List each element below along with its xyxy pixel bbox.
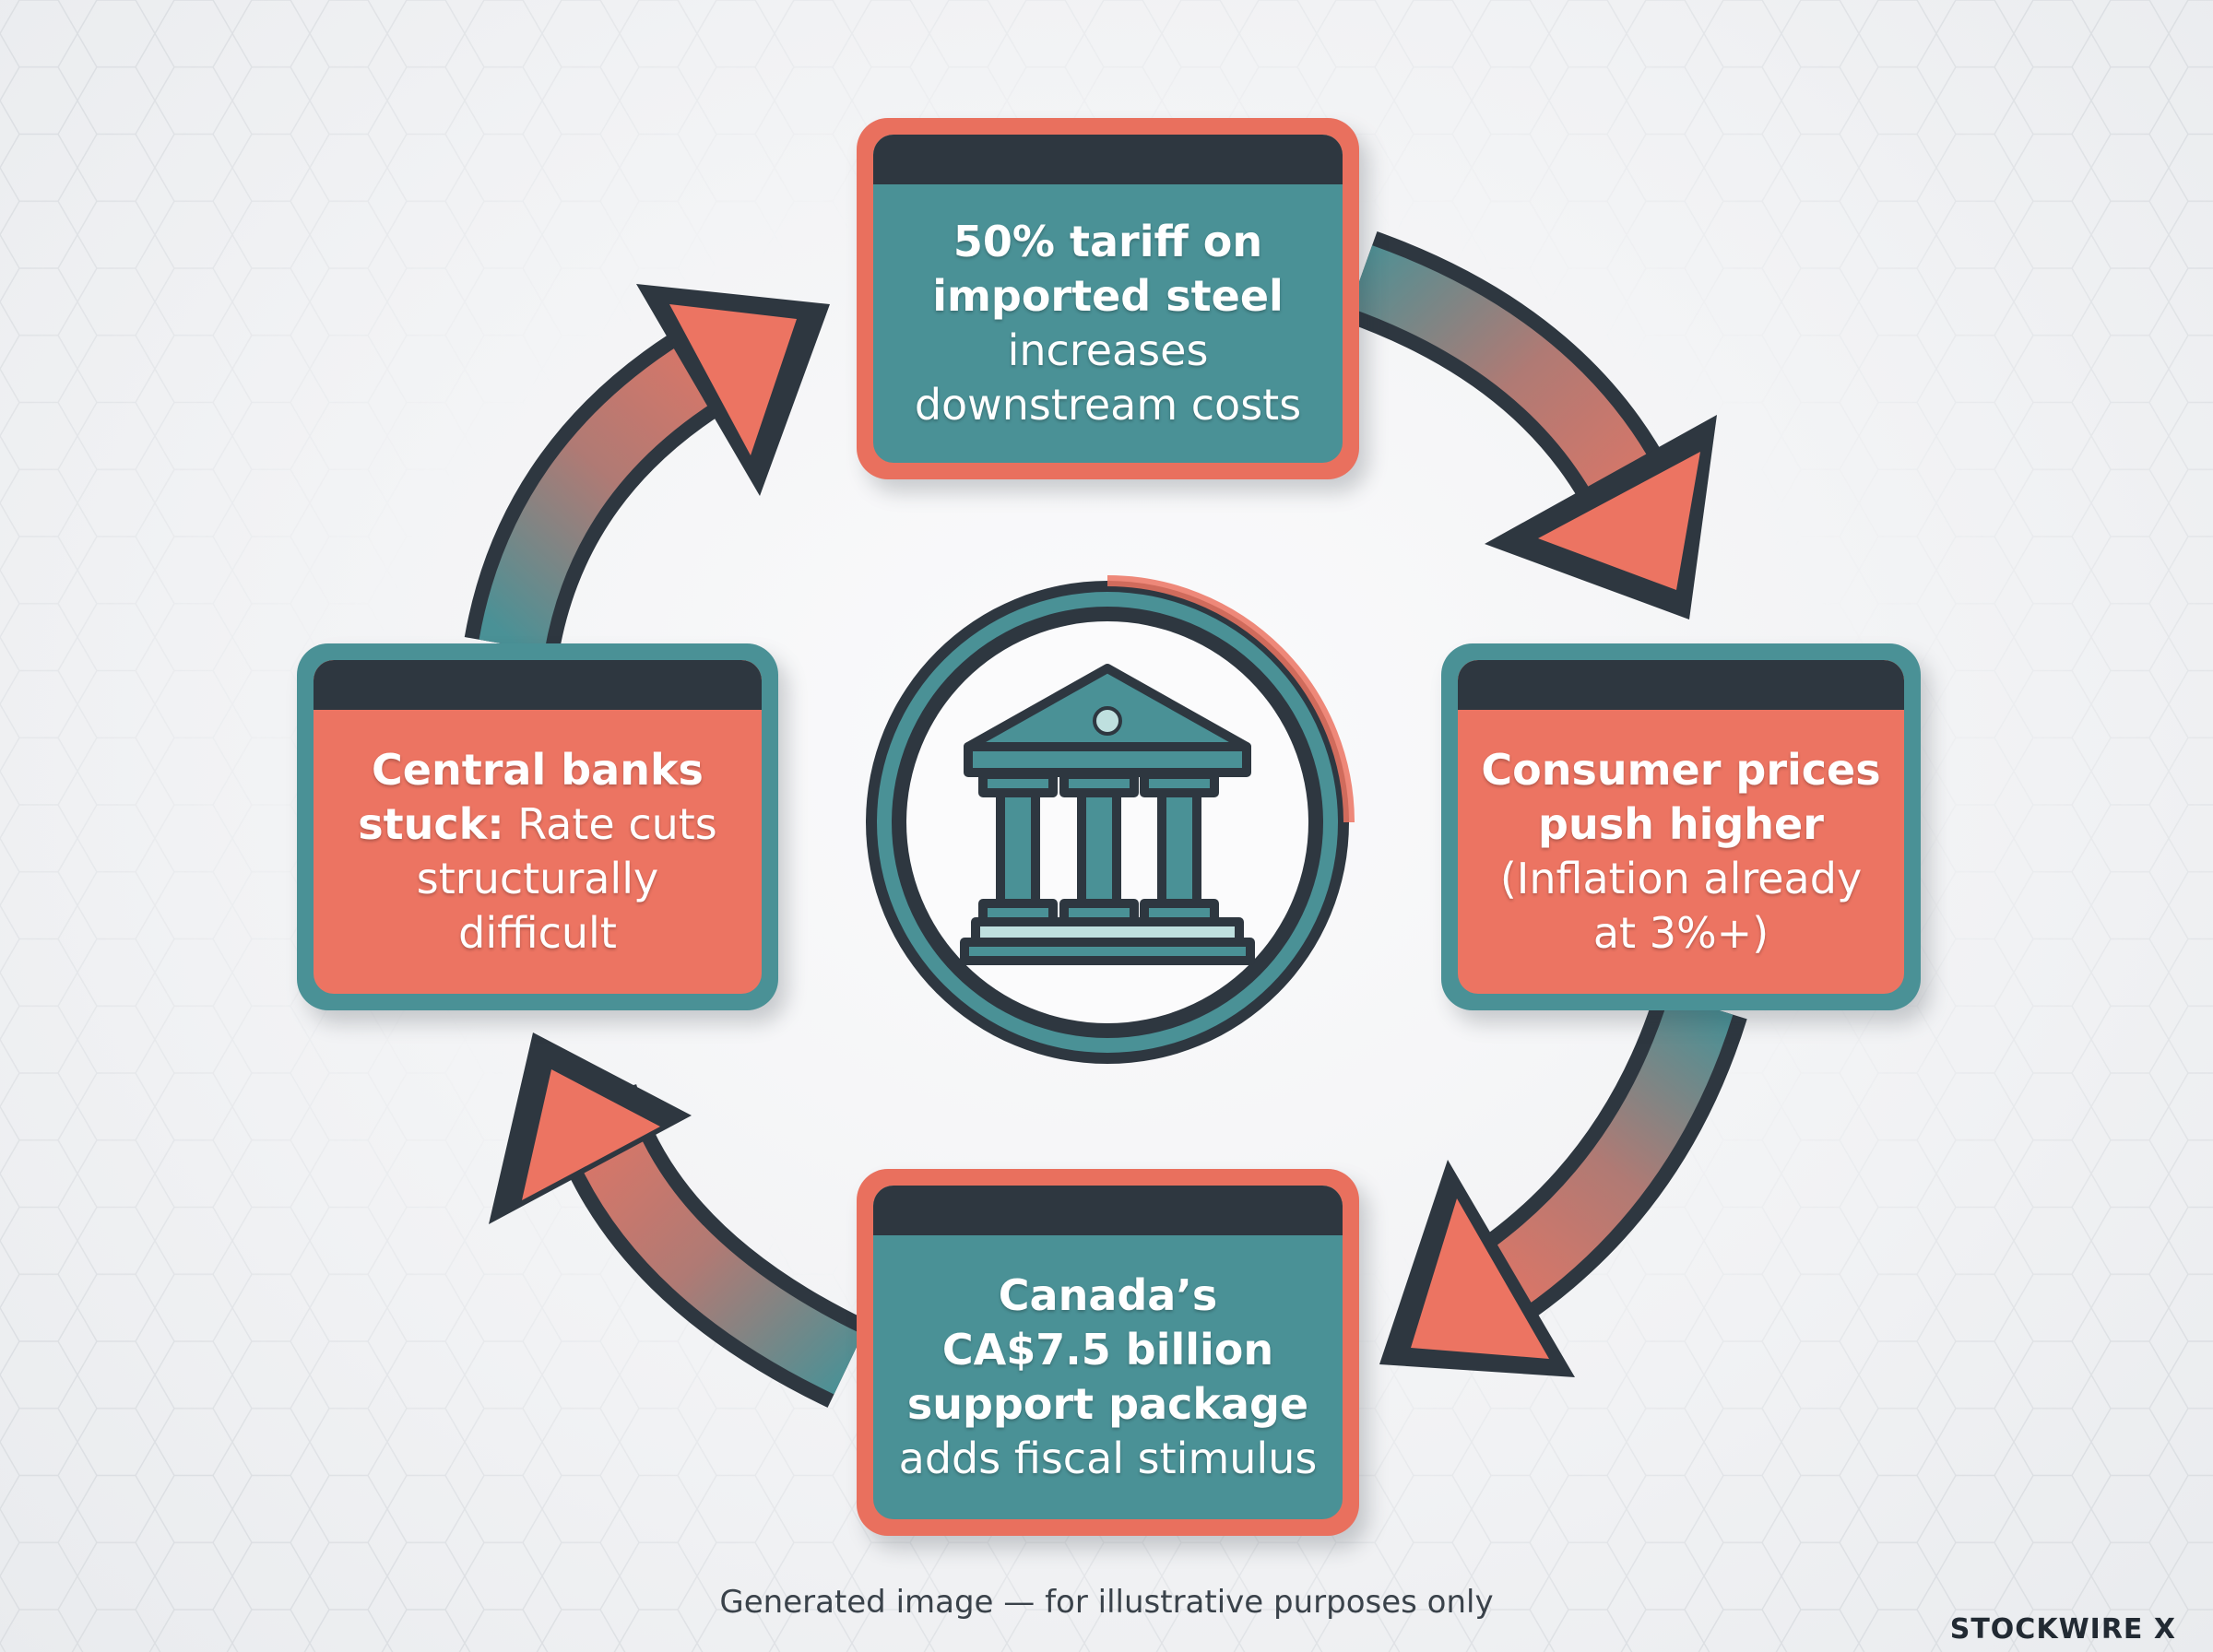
step-card-left-body: Central banks stuck: Rate cuts structura… bbox=[314, 660, 762, 994]
step-card-bottom-body: Canada’s CA$7.5 billion support package … bbox=[873, 1186, 1343, 1519]
step-right-line2: push higher bbox=[1538, 799, 1824, 849]
step-right-line3: (Inflation already bbox=[1499, 854, 1863, 903]
arrow-top-to-right bbox=[1344, 231, 1717, 620]
step-top-line3: increases bbox=[1007, 325, 1209, 375]
step-bottom-line2: CA$7.5 billion bbox=[941, 1325, 1274, 1375]
step-left-line3: structurally bbox=[416, 854, 659, 903]
step-text-bottom: Canada’s CA$7.5 billion support package … bbox=[873, 1235, 1343, 1519]
step-bottom-line3: support package bbox=[906, 1379, 1309, 1429]
step-card-right-body: Consumer prices push higher (Inflation a… bbox=[1458, 660, 1904, 994]
step-left-line2: stuck: Rate cuts bbox=[358, 797, 717, 852]
step-card-bottom: Canada’s CA$7.5 billion support package … bbox=[857, 1169, 1359, 1536]
brand-logo: STOCKWIRE X bbox=[1949, 1613, 2176, 1646]
step-right-line1: Consumer prices bbox=[1481, 745, 1881, 795]
arrow-right-to-bottom bbox=[1379, 990, 1747, 1377]
arrow-left-to-top bbox=[464, 284, 830, 655]
step-text-top: 50% tariff on imported steel increases d… bbox=[873, 184, 1343, 463]
step-bottom-line4: adds fiscal stimulus bbox=[898, 1434, 1318, 1483]
card-header-bar bbox=[1458, 660, 1904, 710]
step-bottom-line1: Canada’s bbox=[998, 1270, 1218, 1320]
step-text-left: Central banks stuck: Rate cuts structura… bbox=[314, 710, 762, 994]
step-left-line1: Central banks bbox=[372, 745, 704, 795]
arrow-bottom-to-left bbox=[489, 1032, 870, 1408]
step-left-line2-rest: Rate cuts bbox=[503, 799, 717, 849]
step-right-line4: at 3%+) bbox=[1592, 908, 1769, 958]
card-header-bar bbox=[873, 135, 1343, 184]
step-card-left: Central banks stuck: Rate cuts structura… bbox=[297, 643, 778, 1010]
step-top-line2: imported steel bbox=[932, 271, 1284, 321]
step-card-right: Consumer prices push higher (Inflation a… bbox=[1441, 643, 1921, 1010]
bank-building-icon bbox=[960, 664, 1255, 965]
card-header-bar bbox=[873, 1186, 1343, 1235]
step-left-line4: difficult bbox=[458, 908, 617, 958]
step-top-line4: downstream costs bbox=[914, 380, 1302, 430]
card-header-bar bbox=[314, 660, 762, 710]
step-text-right: Consumer prices push higher (Inflation a… bbox=[1458, 710, 1904, 994]
step-card-top-body: 50% tariff on imported steel increases d… bbox=[873, 135, 1343, 463]
step-top-line1: 50% tariff on bbox=[953, 217, 1263, 266]
step-left-line2-bold: stuck: bbox=[358, 799, 504, 849]
step-card-top: 50% tariff on imported steel increases d… bbox=[857, 118, 1359, 479]
disclaimer-caption: Generated image — for illustrative purpo… bbox=[719, 1584, 1494, 1621]
